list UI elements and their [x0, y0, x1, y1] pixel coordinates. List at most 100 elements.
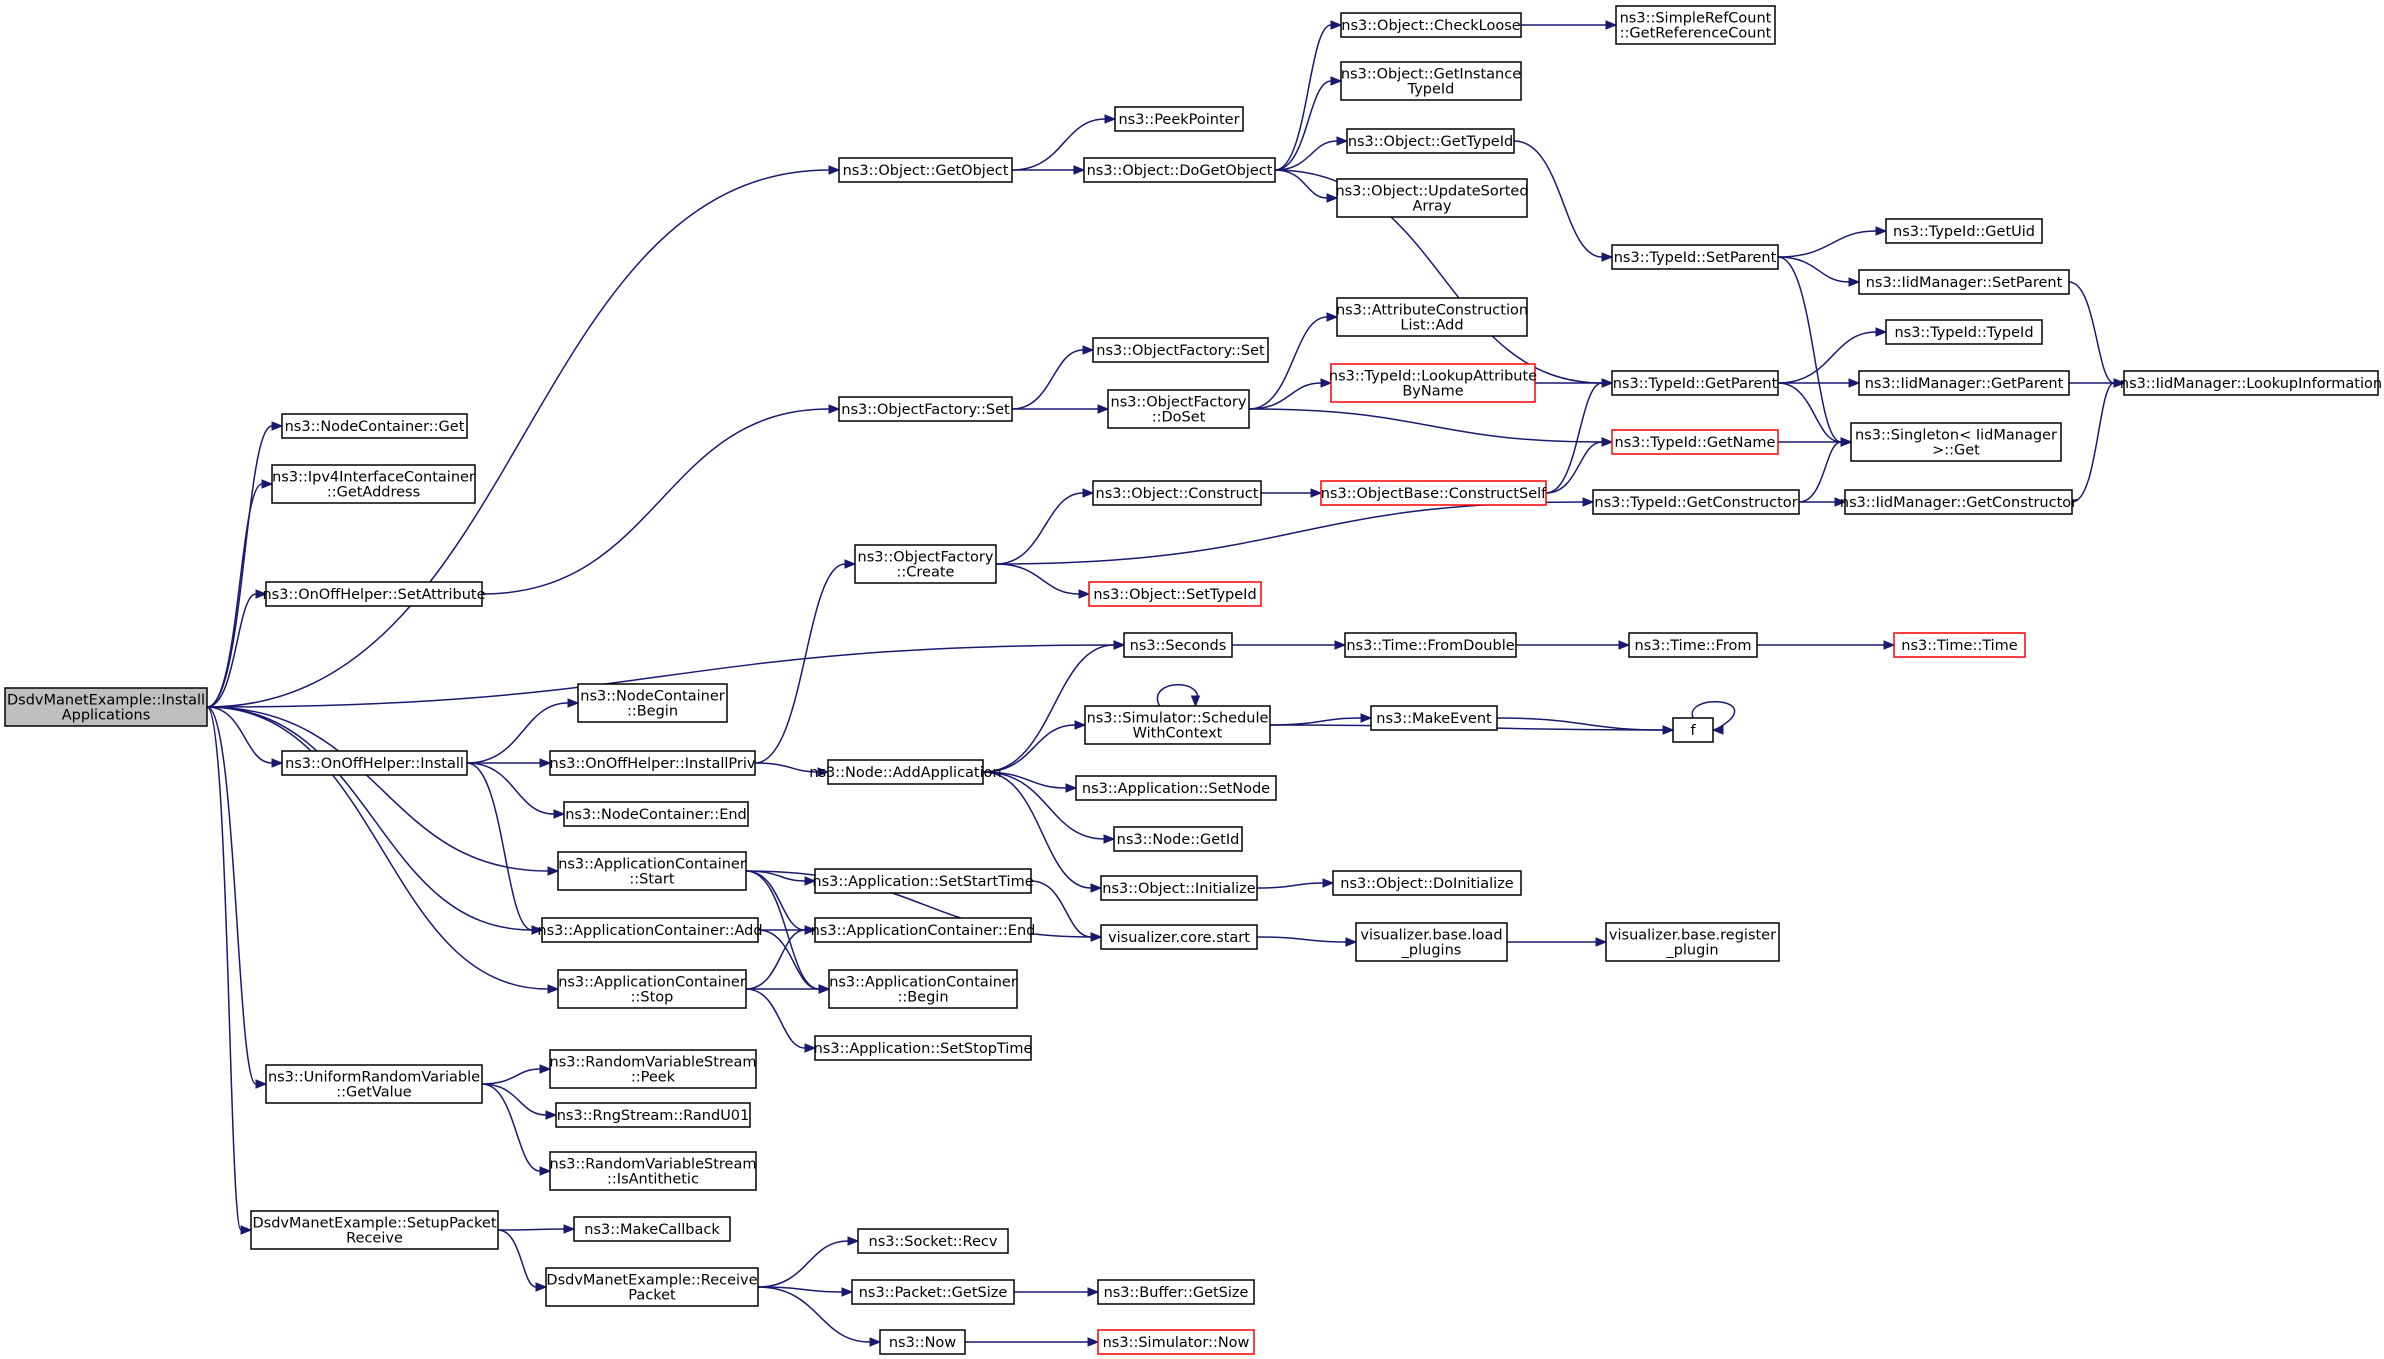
function-node-obj_gettypeid[interactable]: ns3::Object::GetTypeId — [1346, 128, 1515, 154]
function-node-obj_doinitialize[interactable]: ns3::Object::DoInitialize — [1332, 870, 1522, 896]
function-node-buffer_getsize[interactable]: ns3::Buffer::GetSize — [1097, 1279, 1255, 1305]
function-node-tid_getparent[interactable]: ns3::TypeId::GetParent — [1611, 370, 1779, 396]
function-node-rng_randu01[interactable]: ns3::RngStream::RandU01 — [555, 1102, 751, 1128]
call-edge-setup_packet-to-makecallback-arrow — [563, 1224, 576, 1234]
node-box — [857, 1228, 1009, 1254]
function-node-iid_getparent[interactable]: ns3::IidManager::GetParent — [1858, 370, 2070, 396]
node-label-line: ns3::ApplicationContainer — [558, 975, 746, 991]
call-edge-obj_dogetobject-to-obj_updatesorted-arrow — [1326, 193, 1339, 203]
function-node-ac_stop[interactable]: ns3::ApplicationContainer::Stop — [557, 969, 747, 1009]
function-node-seconds[interactable]: ns3::Seconds — [1123, 632, 1233, 658]
call-edge-node_addapp-to-app_setnode-arrow — [1065, 783, 1078, 793]
function-node-node_addapp[interactable]: ns3::Node::AddApplication — [809, 759, 1002, 785]
call-edge-receive_packet-to-packet_getsize-arrow — [841, 1287, 854, 1297]
function-node-now[interactable]: ns3::Now — [879, 1329, 966, 1355]
node-box — [1611, 244, 1779, 270]
function-node-tid_getconstructor[interactable]: ns3::TypeId::GetConstructor — [1592, 489, 1800, 515]
function-node-iid_lookupinfo[interactable]: ns3::IidManager::LookupInformation — [2120, 370, 2382, 396]
function-node-of_set1[interactable]: ns3::ObjectFactory::Set — [1092, 337, 1269, 363]
function-node-makecallback[interactable]: ns3::MakeCallback — [573, 1216, 731, 1242]
node-label-line: ns3::Object::GetObject — [843, 163, 1009, 179]
function-node-singleton_get[interactable]: ns3::Singleton< IidManager>::Get — [1850, 422, 2062, 462]
function-node-of_set2[interactable]: ns3::ObjectFactory::Set — [838, 396, 1013, 422]
function-node-onoff_setattr[interactable]: ns3::OnOffHelper::SetAttribute — [262, 581, 486, 607]
call-edge-obj_dogetobject-to-tid_getparent — [1274, 169, 1603, 384]
call-edge-root-to-ipv4_getaddr — [206, 483, 263, 708]
function-node-packet_getsize[interactable]: ns3::Packet::GetSize — [851, 1279, 1015, 1305]
function-node-of_doset[interactable]: ns3::ObjectFactory::DoSet — [1107, 389, 1250, 429]
function-node-iid_getconstructor[interactable]: ns3::IidManager::GetConstructor — [1840, 489, 2077, 515]
function-node-f[interactable]: f — [1672, 717, 1714, 743]
function-node-objbase_constructself[interactable]: ns3::ObjectBase::ConstructSelf — [1320, 480, 1547, 506]
call-edge-obj_gettypeid-to-tid_setparent — [1513, 140, 1603, 258]
call-edge-obj_dogetobject-to-obj_getinstance — [1274, 80, 1332, 171]
call-edge-tid_getconstructor-to-singleton_get — [1798, 441, 1842, 503]
function-node-ac_start[interactable]: ns3::ApplicationContainer::Start — [557, 851, 747, 891]
function-node-obj_dogetobject[interactable]: ns3::Object::DoGetObject — [1083, 157, 1276, 183]
call-edge-objbase_constructself-to-tid_getparent — [1545, 382, 1603, 494]
function-node-peekpointer[interactable]: ns3::PeekPointer — [1114, 106, 1244, 132]
node-label-line: ns3::TypeId::TypeId — [1894, 325, 2033, 341]
call-edge-tid_setparent-to-iid_setparent-arrow — [1848, 277, 1861, 287]
function-node-obj_settypeid[interactable]: ns3::Object::SetTypeId — [1088, 581, 1262, 607]
function-node-sim_now[interactable]: ns3::Simulator::Now — [1097, 1329, 1255, 1355]
function-node-socket_recv[interactable]: ns3::Socket::Recv — [857, 1228, 1009, 1254]
function-node-viz_load[interactable]: visualizer.base.load_plugins — [1355, 922, 1508, 962]
node-label-line: DsdvManetExample::SetupPacket — [252, 1216, 496, 1232]
function-node-urv_getvalue[interactable]: ns3::UniformRandomVariable::GetValue — [265, 1064, 483, 1104]
function-node-of_create[interactable]: ns3::ObjectFactory::Create — [854, 544, 997, 584]
function-node-iid_setparent[interactable]: ns3::IidManager::SetParent — [1858, 269, 2070, 295]
function-node-viz_start[interactable]: visualizer.core.start — [1100, 924, 1258, 950]
function-node-tid_setparent[interactable]: ns3::TypeId::SetParent — [1611, 244, 1779, 270]
function-node-makeevent[interactable]: ns3::MakeEvent — [1370, 705, 1498, 731]
function-node-nc_begin[interactable]: ns3::NodeContainer::Begin — [577, 683, 728, 723]
function-node-obj_getobject[interactable]: ns3::Object::GetObject — [838, 157, 1013, 183]
function-node-tid_getname[interactable]: ns3::TypeId::GetName — [1611, 429, 1779, 455]
call-edge-time_fromdouble-to-time_from-arrow — [1618, 640, 1631, 650]
function-node-obj_initialize[interactable]: ns3::Object::Initialize — [1100, 875, 1258, 901]
function-node-time_time[interactable]: ns3::Time::Time — [1893, 632, 2026, 658]
function-node-time_fromdouble[interactable]: ns3::Time::FromDouble — [1344, 632, 1517, 658]
function-node-ac_begin[interactable]: ns3::ApplicationContainer::Begin — [828, 969, 1018, 1009]
function-node-tid_getuid[interactable]: ns3::TypeId::GetUid — [1885, 218, 2043, 244]
function-node-ac_end[interactable]: ns3::ApplicationContainer::End — [811, 917, 1036, 943]
function-node-onoff_install[interactable]: ns3::OnOffHelper::Install — [281, 750, 468, 776]
function-node-obj_construct[interactable]: ns3::Object::Construct — [1092, 480, 1262, 506]
function-node-nc_get[interactable]: ns3::NodeContainer::Get — [281, 413, 468, 439]
call-edge-receive_packet-to-now-arrow — [869, 1337, 882, 1347]
function-node-ipv4_getaddr[interactable]: ns3::Ipv4InterfaceContainer::GetAddress — [271, 464, 476, 504]
node-label-line: DsdvManetExample::Receive — [546, 1273, 757, 1289]
call-edge-onoff_install-to-nc_begin — [466, 702, 569, 764]
function-node-tid_typeid[interactable]: ns3::TypeId::TypeId — [1885, 319, 2043, 345]
function-node-app_setstart[interactable]: ns3::Application::SetStartTime — [812, 868, 1034, 894]
node-box — [1114, 106, 1244, 132]
node-label-line: ns3::IidManager::GetParent — [1865, 376, 2064, 392]
function-node-viz_register[interactable]: visualizer.base.register_plugin — [1605, 922, 1780, 962]
node-label-line: ns3::IidManager::GetConstructor — [1840, 495, 2077, 511]
function-node-node_getid[interactable]: ns3::Node::GetId — [1113, 826, 1243, 852]
function-node-nc_end[interactable]: ns3::NodeContainer::End — [563, 801, 749, 827]
function-node-simplerefcount[interactable]: ns3::SimpleRefCount::GetReferenceCount — [1615, 5, 1776, 45]
node-label-line: ns3::ObjectBase::ConstructSelf — [1321, 486, 1547, 502]
call-edge-root-to-ac_stop — [206, 706, 549, 990]
function-node-time_from[interactable]: ns3::Time::From — [1628, 632, 1758, 658]
function-node-app_setnode[interactable]: ns3::Application::SetNode — [1075, 775, 1277, 801]
function-node-rvs_isanti[interactable]: ns3::RandomVariableStream::IsAntithetic — [549, 1151, 757, 1191]
call-edge-now-to-sim_now-arrow — [1087, 1337, 1100, 1347]
function-node-rvs_peek[interactable]: ns3::RandomVariableStream::Peek — [549, 1049, 757, 1089]
call-edge-ac_stop-to-ac_begin-arrow — [818, 984, 831, 994]
function-node-obj_checkloose[interactable]: ns3::Object::CheckLoose — [1340, 12, 1522, 38]
function-node-app_setstop[interactable]: ns3::Application::SetStopTime — [814, 1035, 1033, 1061]
function-node-ac_add[interactable]: ns3::ApplicationContainer::Add — [537, 917, 763, 943]
function-node-onoff_installpriv[interactable]: ns3::OnOffHelper::InstallPriv — [549, 750, 756, 776]
node-label-line: ns3::Time::Time — [1901, 638, 2018, 654]
